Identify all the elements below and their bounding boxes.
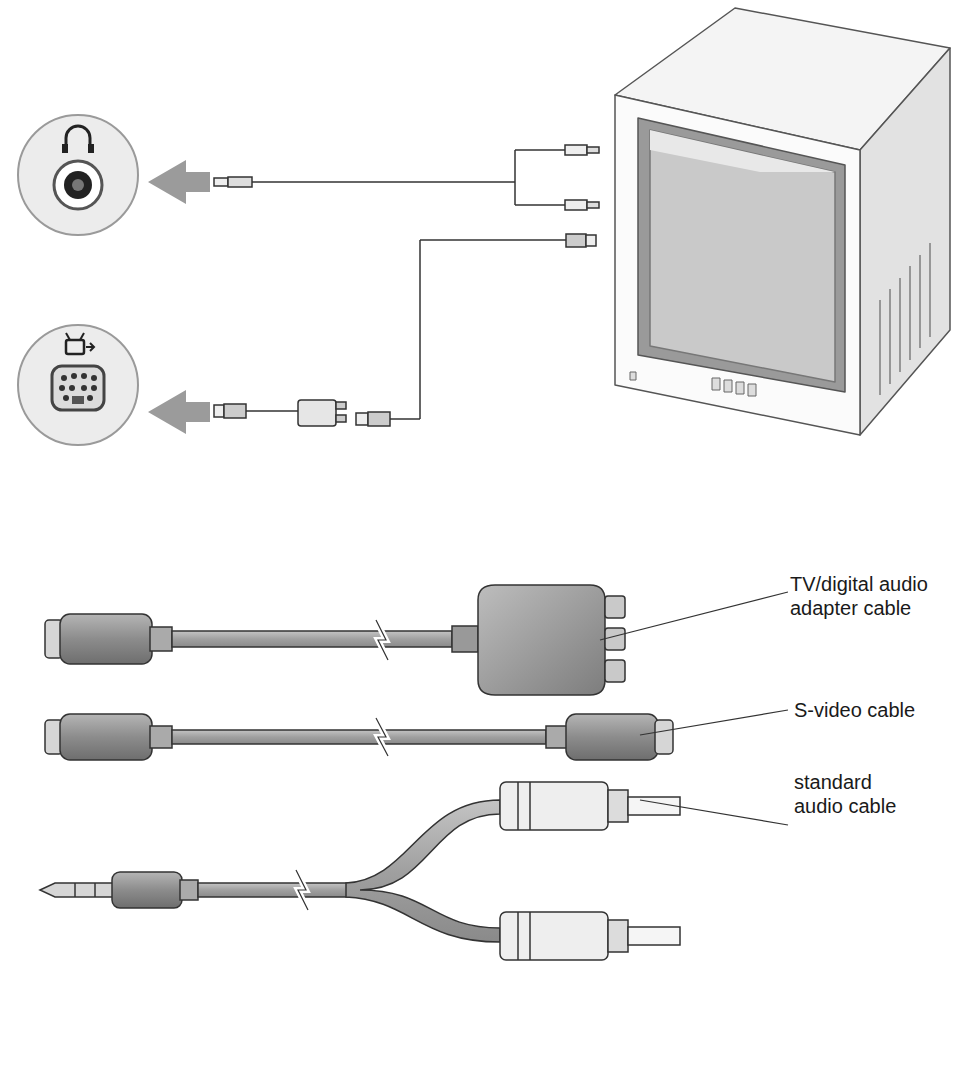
- headphone-jack-icon: [18, 115, 138, 235]
- leader-line: [640, 800, 788, 825]
- video-wire: [214, 234, 596, 426]
- insert-arrow: [148, 160, 210, 204]
- tv-out-icon: [18, 325, 138, 445]
- adapter-cable: [45, 585, 625, 695]
- insert-arrow: [148, 390, 210, 434]
- callout-label: standard audio cable: [792, 770, 916, 818]
- callout-label: S-video cable: [792, 698, 917, 722]
- s-video-cable: [45, 714, 673, 760]
- leader-line: [640, 710, 788, 735]
- audio-wire: [214, 145, 599, 210]
- television: [615, 8, 950, 435]
- callout-label: TV/digital audio adapter cable: [788, 572, 960, 620]
- audio-cable: [40, 782, 680, 960]
- leader-line: [600, 592, 788, 640]
